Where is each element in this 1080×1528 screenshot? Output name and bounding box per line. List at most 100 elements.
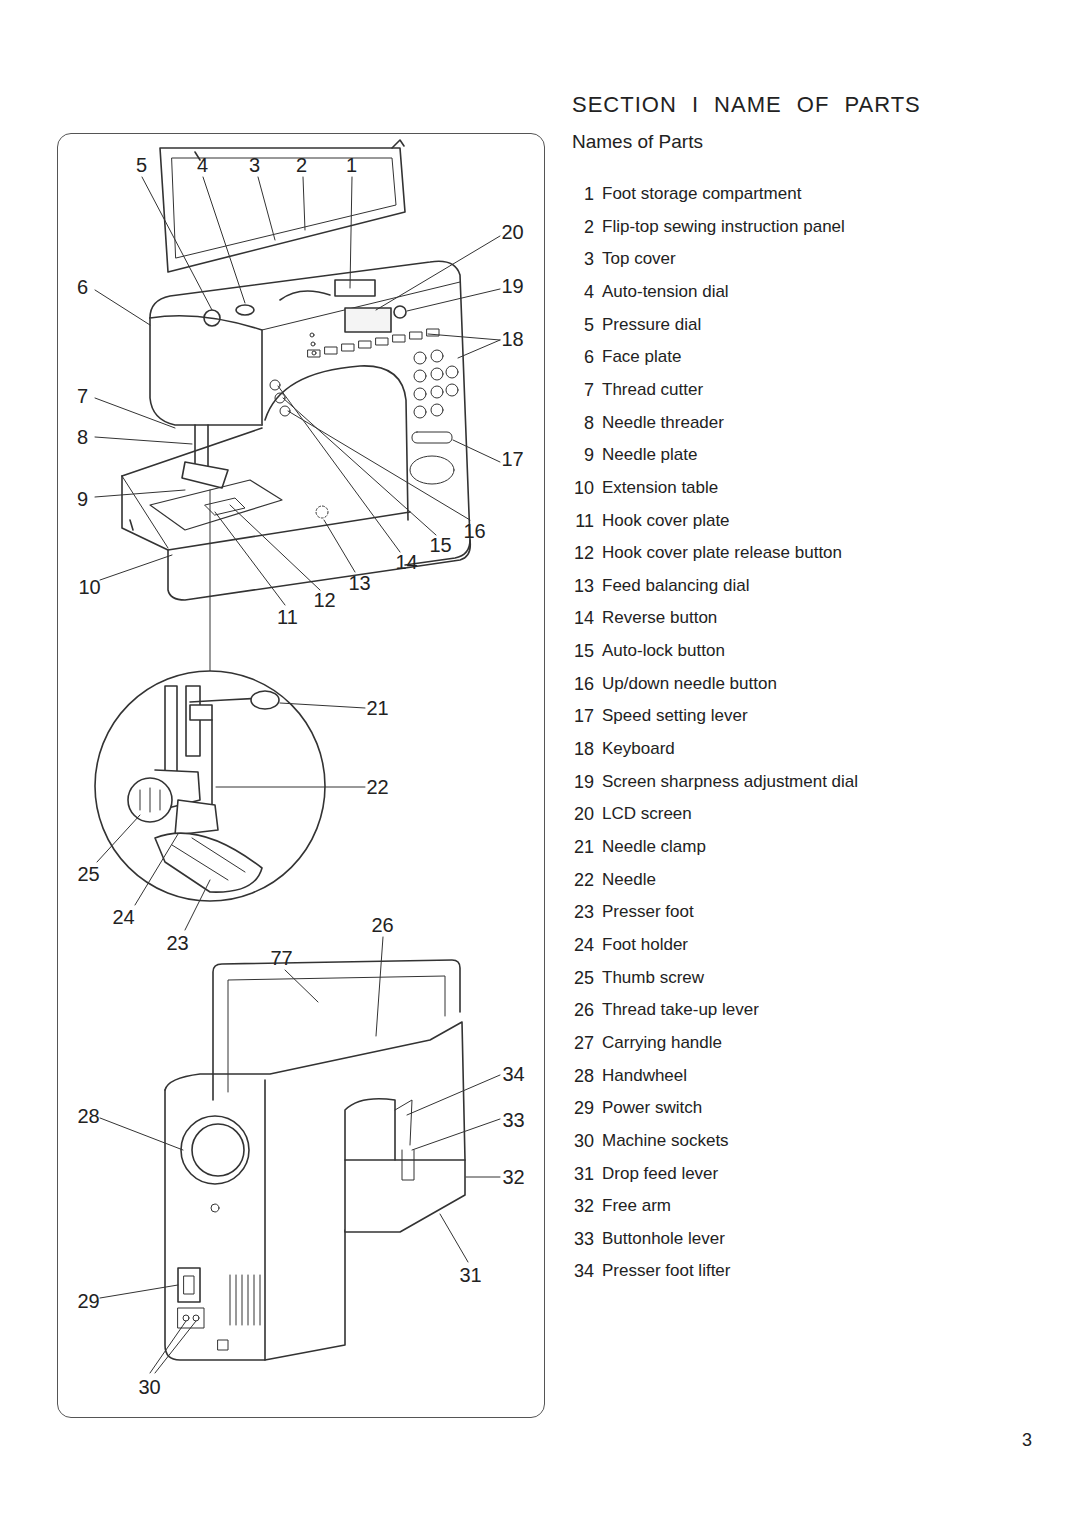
part-number: 14 bbox=[574, 607, 594, 629]
part-number: 20 bbox=[574, 803, 594, 825]
part-number: 27 bbox=[574, 1032, 594, 1054]
part-number: 12 bbox=[574, 542, 594, 564]
part-name: Flip-top sewing instruction panel bbox=[602, 216, 845, 238]
part-number: 3 bbox=[584, 248, 594, 270]
part-name: Presser foot lifter bbox=[602, 1260, 731, 1282]
part-number: 5 bbox=[584, 314, 594, 336]
callout-number: 23 bbox=[165, 932, 189, 954]
part-name: Thread cutter bbox=[602, 379, 703, 401]
part-name: Extension table bbox=[602, 477, 718, 499]
part-number: 34 bbox=[574, 1260, 594, 1282]
callout-number: 34 bbox=[501, 1063, 525, 1085]
part-number: 31 bbox=[574, 1163, 594, 1185]
callout-number: 25 bbox=[76, 863, 100, 885]
part-number: 7 bbox=[584, 379, 594, 401]
part-number: 11 bbox=[575, 510, 594, 532]
callout-number: 33 bbox=[501, 1109, 525, 1131]
section-title: SECTION I NAME OF PARTS bbox=[572, 92, 921, 118]
part-number: 17 bbox=[574, 705, 594, 727]
part-number: 9 bbox=[584, 444, 594, 466]
callout-number: 28 bbox=[76, 1105, 100, 1127]
part-name: Needle threader bbox=[602, 412, 724, 434]
part-name: Auto-tension dial bbox=[602, 281, 729, 303]
part-number: 8 bbox=[584, 412, 594, 434]
part-number: 33 bbox=[574, 1228, 594, 1250]
part-name: Top cover bbox=[602, 248, 676, 270]
callout-number: 13 bbox=[347, 572, 371, 594]
callout-number: 32 bbox=[501, 1166, 525, 1188]
callout-number: 24 bbox=[111, 906, 135, 928]
part-name: Speed setting lever bbox=[602, 705, 748, 727]
part-name: Up/down needle button bbox=[602, 673, 777, 695]
part-number: 10 bbox=[574, 477, 594, 499]
part-name: Handwheel bbox=[602, 1065, 687, 1087]
callout-number: 29 bbox=[76, 1290, 100, 1312]
part-name: Drop feed lever bbox=[602, 1163, 718, 1185]
callout-number: 77 bbox=[269, 947, 293, 969]
part-number: 4 bbox=[584, 281, 594, 303]
part-name: Presser foot bbox=[602, 901, 694, 923]
part-number: 1 bbox=[584, 183, 594, 205]
part-name: Feed balancing dial bbox=[602, 575, 749, 597]
callout-number: 30 bbox=[137, 1376, 161, 1398]
callout-number: 15 bbox=[428, 534, 452, 556]
part-name: LCD screen bbox=[602, 803, 692, 825]
callout-number: 21 bbox=[365, 697, 389, 719]
callout-number: 14 bbox=[394, 551, 418, 573]
part-name: Reverse button bbox=[602, 607, 717, 629]
part-number: 28 bbox=[574, 1065, 594, 1087]
callout-number: 10 bbox=[77, 576, 101, 598]
part-name: Screen sharpness adjustment dial bbox=[602, 771, 858, 793]
part-name: Thread take-up lever bbox=[602, 999, 759, 1021]
part-name: Carrying handle bbox=[602, 1032, 722, 1054]
part-name: Pressure dial bbox=[602, 314, 701, 336]
part-number: 6 bbox=[584, 346, 594, 368]
callout-number: 31 bbox=[458, 1264, 482, 1286]
callout-number: 4 bbox=[196, 154, 209, 176]
callout-number: 18 bbox=[500, 328, 524, 350]
part-number: 25 bbox=[574, 967, 594, 989]
part-name: Face plate bbox=[602, 346, 681, 368]
list-heading: Names of Parts bbox=[572, 131, 703, 153]
illustration-panel: 5432120619187817916151413101211212225242… bbox=[57, 133, 545, 1418]
part-name: Needle clamp bbox=[602, 836, 706, 858]
part-name: Hook cover plate bbox=[602, 510, 730, 532]
part-name: Power switch bbox=[602, 1097, 702, 1119]
part-name: Free arm bbox=[602, 1195, 671, 1217]
part-number: 26 bbox=[574, 999, 594, 1021]
part-name: Thumb screw bbox=[602, 967, 704, 989]
part-number: 2 bbox=[584, 216, 594, 238]
part-number: 29 bbox=[574, 1097, 594, 1119]
callout-number: 11 bbox=[276, 606, 299, 628]
callout-number: 20 bbox=[500, 221, 524, 243]
part-number: 23 bbox=[574, 901, 594, 923]
part-name: Machine sockets bbox=[602, 1130, 729, 1152]
callout-number: 7 bbox=[76, 385, 89, 407]
part-number: 32 bbox=[574, 1195, 594, 1217]
part-number: 21 bbox=[574, 836, 594, 858]
callout-number: 22 bbox=[365, 776, 389, 798]
part-name: Foot storage compartment bbox=[602, 183, 801, 205]
part-number: 13 bbox=[574, 575, 594, 597]
callout-number: 6 bbox=[76, 276, 89, 298]
part-number: 16 bbox=[574, 673, 594, 695]
part-name: Hook cover plate release button bbox=[602, 542, 842, 564]
part-name: Buttonhole lever bbox=[602, 1228, 725, 1250]
part-number: 22 bbox=[574, 869, 594, 891]
part-name: Foot holder bbox=[602, 934, 688, 956]
callout-number: 16 bbox=[462, 520, 486, 542]
part-number: 18 bbox=[574, 738, 594, 760]
callout-number: 2 bbox=[295, 154, 308, 176]
part-name: Needle bbox=[602, 869, 656, 891]
part-name: Keyboard bbox=[602, 738, 675, 760]
callout-number: 17 bbox=[500, 448, 524, 470]
callout-number: 9 bbox=[76, 488, 89, 510]
callout-number: 12 bbox=[312, 589, 336, 611]
part-number: 24 bbox=[574, 934, 594, 956]
callout-number: 26 bbox=[370, 914, 394, 936]
part-name: Auto-lock button bbox=[602, 640, 725, 662]
part-number: 19 bbox=[574, 771, 594, 793]
callout-number: 19 bbox=[500, 275, 524, 297]
